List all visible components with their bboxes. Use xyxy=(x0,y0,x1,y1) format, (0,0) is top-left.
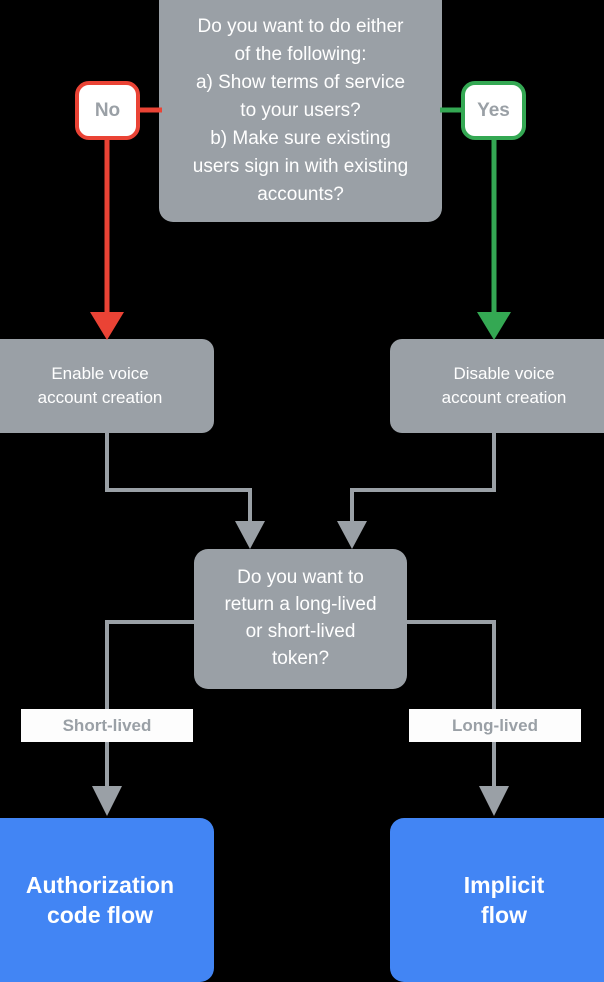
action-node-disable-text: Disable voice account creation xyxy=(441,363,567,407)
edge-label-long-lived-text: Long-lived xyxy=(452,715,538,735)
action-node-enable-voice-account-creation: Enable voice account creation xyxy=(0,339,214,433)
edge-enable-to-decision2 xyxy=(105,433,265,549)
action-node-disable-voice-account-creation: Disable voice account creation xyxy=(390,339,604,433)
branch-label-no-text: No xyxy=(94,99,121,121)
edge-label-short-lived-text: Short-lived xyxy=(62,715,152,735)
branch-label-no[interactable]: No xyxy=(75,81,140,140)
outcome-node-implicit-flow: Implicit flow xyxy=(390,818,604,982)
outcome-node-authorization-code-flow: Authorization code flow xyxy=(0,818,214,982)
edge-yes-to-disable xyxy=(477,140,511,340)
edge-label-long-lived: Long-lived xyxy=(409,709,581,742)
edge-no-to-enable xyxy=(90,140,124,340)
branch-label-yes-text: Yes xyxy=(477,99,510,121)
branch-label-yes[interactable]: Yes xyxy=(461,81,526,140)
action-node-enable-text: Enable voice account creation xyxy=(37,363,163,407)
decision-node-account-creation-question: Do you want to do either of the followin… xyxy=(159,0,442,222)
outcome-node-implicit-text: Implicit flow xyxy=(463,871,545,928)
edge-disable-to-decision2 xyxy=(337,433,496,549)
decision-node-1-text: Do you want to do either of the followin… xyxy=(192,16,409,205)
decision-node-token-lifetime-question: Do you want to return a long-lived or sh… xyxy=(194,549,407,689)
edge-label-short-lived: Short-lived xyxy=(21,709,193,742)
decision-node-2-text: Do you want to return a long-lived or sh… xyxy=(224,567,377,669)
outcome-node-authorization-text: Authorization code flow xyxy=(25,871,175,928)
